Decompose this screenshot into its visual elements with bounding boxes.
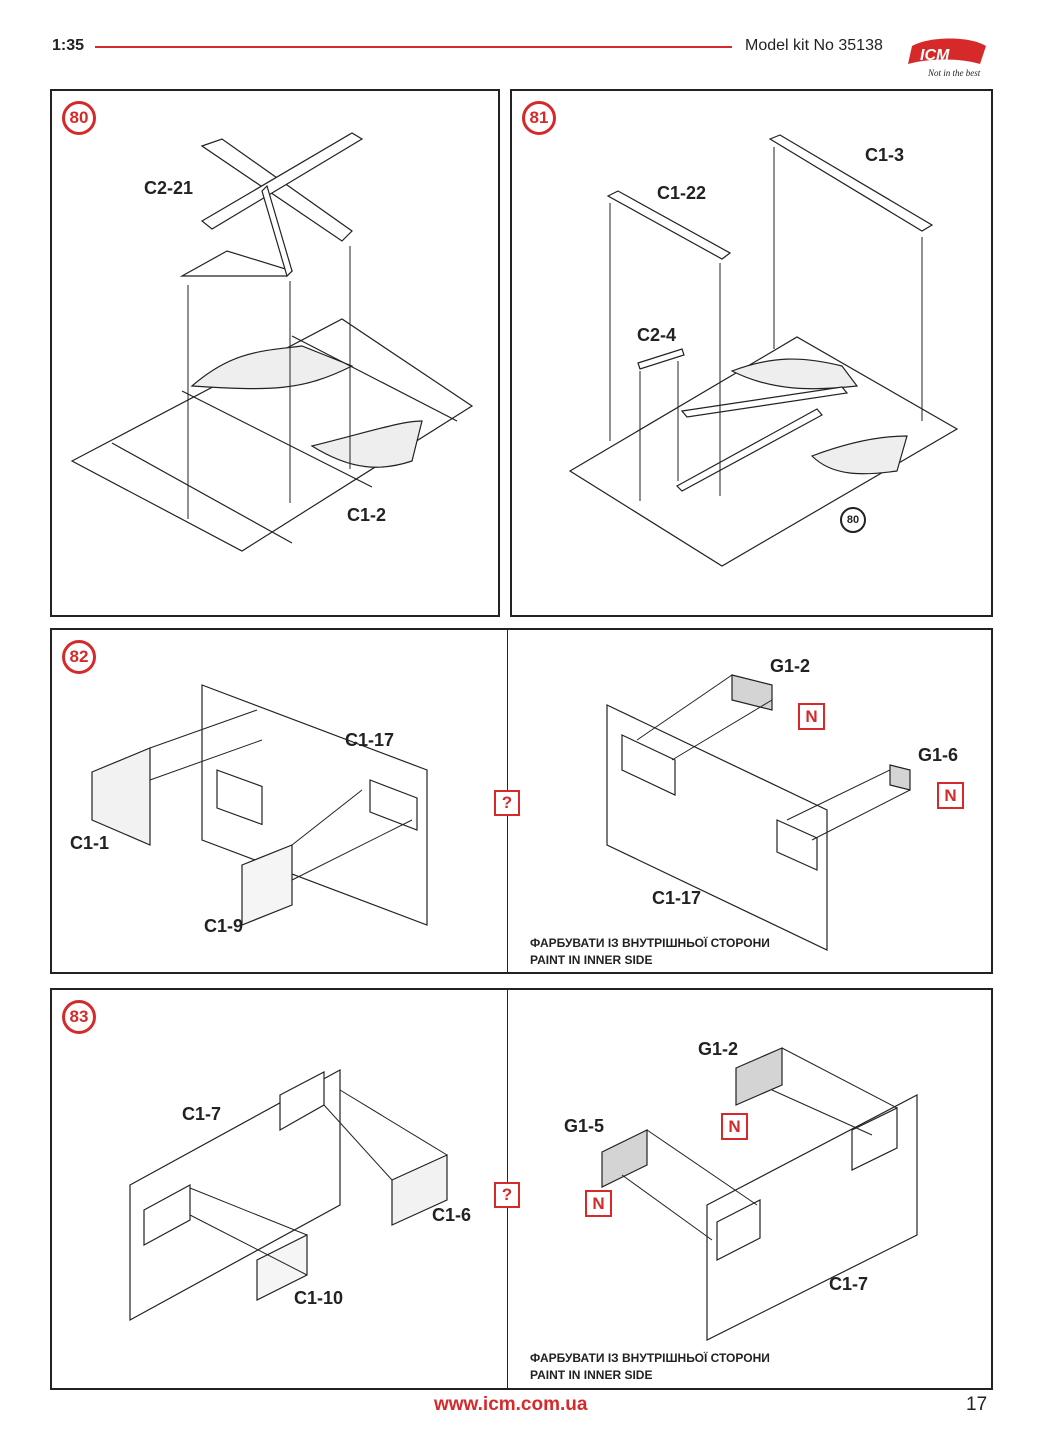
paint-note-82: ФАРБУВАТИ ІЗ ВНУТРІШНЬОЇ СТОРОНИ PAINT I… [530,935,770,969]
svg-text:Not in the best: Not in the best [927,68,981,78]
label-c1-9: C1-9 [204,916,244,936]
label-c1-7-left: C1-7 [182,1104,222,1124]
step-81-panel: 81 C1-3 C1-22 C2-4 80 [510,89,993,617]
label-g1-5: G1-5 [564,1116,605,1136]
step-83-drawing [129,1047,918,1341]
question-mark-82: ? [494,790,520,816]
mark-n-g1-2-83: N [721,1113,748,1140]
step-number-80: 80 [62,101,96,135]
paint-note-eng-82: PAINT IN INNER SIDE [530,953,653,967]
step-80-drawing [70,132,474,552]
step-number-82: 82 [62,640,96,674]
icm-logo: ICM Not in the best [908,38,986,78]
label-c1-17-right: C1-17 [652,888,702,908]
question-mark-83: ? [494,1182,520,1208]
label-c1-17-left: C1-17 [345,730,395,750]
website-link[interactable]: www.icm.com.ua [434,1394,588,1415]
paint-note-83: ФАРБУВАТИ ІЗ ВНУТРІШНЬОЇ СТОРОНИ PAINT I… [530,1350,770,1384]
label-g1-2-82: G1-2 [770,656,811,676]
label-c1-1: C1-1 [70,833,110,853]
paint-note-ukr-82: ФАРБУВАТИ ІЗ ВНУТРІШНЬОЇ СТОРОНИ [530,936,770,950]
ref-step-80: 80 [840,507,866,533]
label-c1-3: C1-3 [865,145,905,165]
label-g1-6: G1-6 [918,745,959,765]
label-c1-10: C1-10 [294,1288,344,1308]
step-number-81: 81 [522,101,556,135]
step-81-drawing [568,134,959,567]
step-80-panel: 80 C2-21 C1-2 [50,89,500,617]
step-83-panel: 83 C1-7 C1-6 C1-10 ? G1-2 N G1-5 N C1-7 … [50,988,993,1390]
label-c1-7-right: C1-7 [829,1274,869,1294]
paint-note-eng-83: PAINT IN INNER SIDE [530,1368,653,1382]
label-c2-21: C2-21 [144,178,194,198]
label-c1-6: C1-6 [432,1205,472,1225]
page-number: 17 [966,1394,988,1415]
header-rule [95,46,732,48]
mark-n-g1-5: N [585,1190,612,1217]
step-82-panel: 82 C1-17 C1-1 C1-9 ? G1-2 N G1-6 N C1-17… [50,628,993,974]
step-number-83: 83 [62,1000,96,1034]
label-c1-22: C1-22 [657,183,707,203]
paint-note-ukr-83: ФАРБУВАТИ ІЗ ВНУТРІШНЬОЇ СТОРОНИ [530,1351,770,1365]
step-82-drawing [91,674,911,951]
svg-text:ICM: ICM [920,47,950,64]
mark-n-g1-6: N [937,782,964,809]
scale-label: 1:35 [52,37,85,54]
label-c1-2: C1-2 [347,505,387,525]
label-g1-2-83: G1-2 [698,1039,739,1059]
mark-n-g1-2-82: N [798,703,825,730]
model-kit-number: Model kit No 35138 [745,37,883,54]
label-c2-4: C2-4 [637,325,677,345]
